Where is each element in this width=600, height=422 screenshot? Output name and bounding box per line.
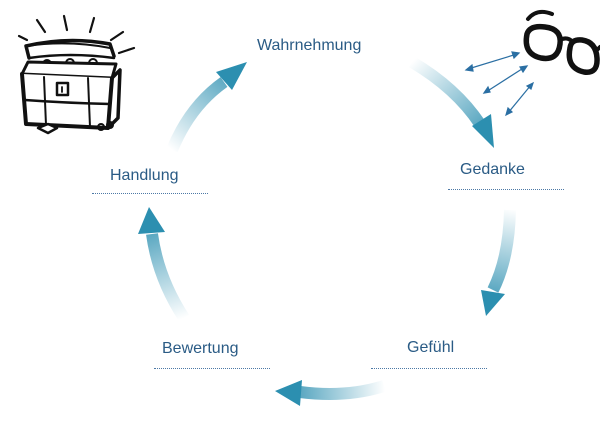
arrow-wahrnehmung-to-gedanke [408,56,494,148]
node-label-wahrnehmung: Wahrnehmung [257,37,362,54]
arrow-bewertung-to-handlung [138,207,190,322]
gefuehl-underline [371,368,487,369]
node-label-handlung: Handlung [110,167,179,184]
node-label-gedanke: Gedanke [460,161,525,178]
handlung-underline [92,193,208,194]
eyeglasses-icon [523,9,600,75]
node-label-gefuehl: Gefühl [407,339,455,356]
arrow-handlung-to-wahrnehmung [166,62,247,153]
node-label-bewertung: Bewertung [162,340,239,357]
gedanke-underline [448,189,564,190]
arrow-gefuehl-to-bewertung [275,380,386,406]
double-arrows-icon [464,51,535,117]
bewertung-underline [154,368,270,369]
treasure-chest-icon [17,14,136,135]
arrow-gedanke-to-gefuehl [481,209,516,316]
